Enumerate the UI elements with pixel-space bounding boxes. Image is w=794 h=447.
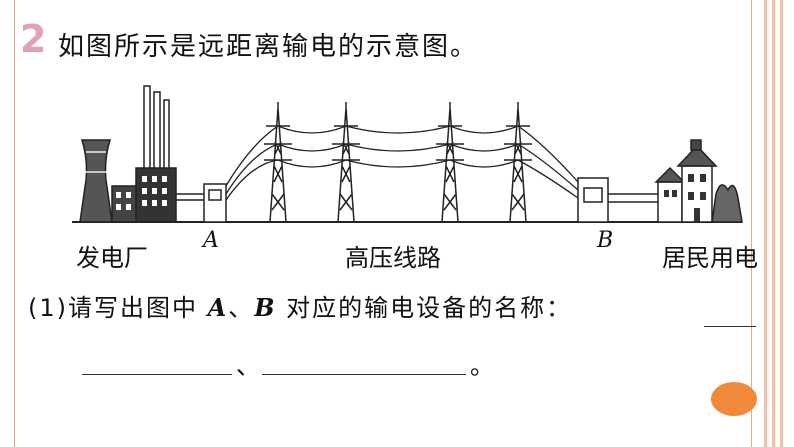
pylon-icon [264, 102, 532, 223]
sub-question-a: A [207, 293, 229, 322]
label-high-voltage-line: 高压线路 [345, 244, 441, 272]
label-residential: 居民用电 [662, 244, 758, 272]
step-down-transformer-icon [577, 177, 609, 223]
label-power-plant: 发电厂 [76, 244, 148, 272]
sub-question-b: B [254, 293, 277, 322]
sub-question-suffix: 对应的输电设备的名称： [276, 294, 573, 322]
question-title: 如图所示是远距离输电的示意图。 [58, 32, 479, 62]
label-point-b: B [597, 228, 614, 253]
blank-separator: 、 [236, 352, 260, 380]
sentence-end: 。 [470, 352, 494, 380]
answer-blank-1-start[interactable] [704, 326, 756, 327]
transmission-diagram [72, 85, 743, 223]
sub-question-prefix: (1)请写出图中 [28, 294, 208, 322]
question-number: 2 [20, 17, 47, 61]
factory-icon [111, 167, 177, 223]
answer-blank-1[interactable] [82, 374, 232, 375]
label-point-a: A [203, 228, 219, 253]
power-lines [225, 125, 579, 201]
houses-icon [654, 139, 743, 223]
sub-question-sep: 、 [228, 294, 255, 322]
page-border [14, 0, 752, 447]
orange-badge [711, 382, 757, 416]
right-stripes [760, 0, 794, 447]
answer-blank-2[interactable] [262, 374, 466, 375]
step-up-transformer-icon [203, 183, 227, 223]
sub-question-1: (1)请写出图中 A、B 对应的输电设备的名称： [28, 293, 573, 323]
cooling-tower-icon [79, 139, 113, 223]
